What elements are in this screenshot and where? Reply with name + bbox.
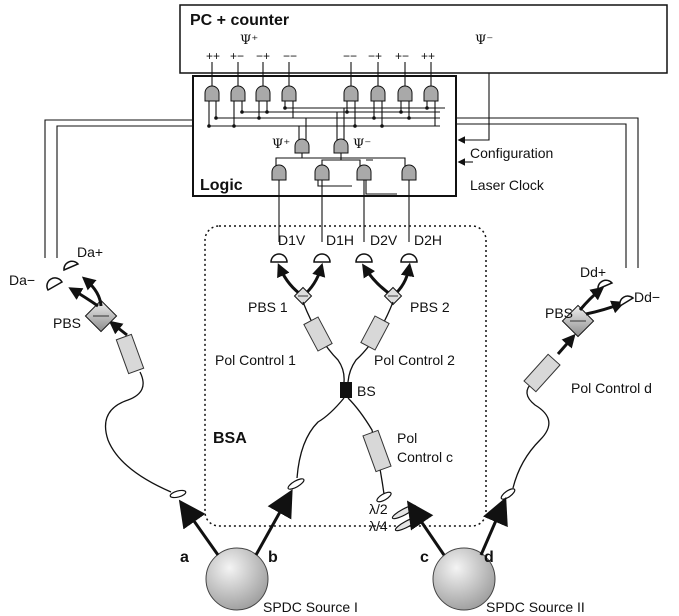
remote-detector-wires (44, 117, 639, 268)
pc-channel-plus-2: +− (230, 49, 244, 63)
detector-da-plus (63, 260, 80, 272)
pol-control-2 (360, 315, 390, 351)
pc-channel-minus-1: −− (343, 49, 357, 63)
pol-control-c (362, 429, 392, 473)
detector-d2v (355, 253, 373, 263)
pol-control-d-label: Pol Control d (571, 380, 652, 396)
mode-a-label: a (180, 549, 189, 566)
control-inputs: Configuration Laser Clock (457, 73, 553, 193)
pc-psi-minus-label: Ψ⁻ (475, 33, 493, 48)
logic-psi-plus-label: Ψ⁺ (272, 137, 290, 152)
and-gate (271, 164, 287, 181)
mode-d-label: d (484, 549, 494, 566)
detector-d1v-label: D1V (278, 232, 306, 248)
pc-channel-plus-1: ++ (206, 49, 220, 63)
collimator-b (287, 478, 305, 490)
and-gate (397, 85, 413, 102)
pbs-d-label: PBS (545, 305, 573, 321)
logic-wiring (207, 101, 445, 242)
detector-dd-plus-label: Dd+ (580, 264, 606, 280)
and-gate (370, 85, 386, 102)
pc-channel-minus-3: +− (395, 49, 409, 63)
mode-c-label: c (420, 549, 429, 566)
source-1-label: SPDC Source I (263, 599, 358, 615)
laser-clock-label: Laser Clock (470, 177, 545, 193)
detector-d2h (400, 253, 418, 263)
spdc-source-2: c d SPDC Source II (406, 497, 585, 615)
pol-control-a (115, 333, 145, 375)
pbs-a-label: PBS (53, 315, 81, 331)
and-gate (230, 85, 246, 102)
pc-channel-plus-3: −+ (256, 49, 270, 63)
pc-channel-minus-4: ++ (421, 49, 435, 63)
psi-minus-or-gate (333, 138, 349, 154)
detector-d1h (313, 253, 331, 263)
detector-d2h-label: D2H (414, 232, 442, 248)
detector-dd-minus (619, 295, 635, 308)
bsa-pbs-paths: PBS 1 PBS 2 (248, 262, 450, 315)
and-gate (401, 164, 417, 181)
and-gate (314, 164, 330, 181)
pbs1-label: PBS 1 (248, 299, 288, 315)
logic-title: Logic (200, 177, 243, 194)
right-analyzer: Dd+ Dd− PBS Pol Control d (512, 264, 660, 489)
bsa-detectors: D1V D1H D2V D2H (270, 232, 442, 263)
configuration-label: Configuration (470, 145, 553, 161)
pol-control-2-label: Pol Control 2 (374, 352, 455, 368)
detector-da-minus (46, 277, 64, 292)
pc-psi-plus-label: Ψ⁺ (240, 33, 258, 48)
detector-da-plus-label: Da+ (77, 244, 103, 260)
collimator-d (500, 488, 516, 500)
bsa-title: BSA (213, 430, 247, 447)
and-gate (343, 85, 359, 102)
pol-control-1-label: Pol Control 1 (215, 352, 296, 368)
pc-channel-minus-2: −+ (368, 49, 382, 63)
pbs2-label: PBS 2 (410, 299, 450, 315)
detector-d2v-label: D2V (370, 232, 398, 248)
pol-control-c-label-2: Control c (397, 449, 453, 465)
pol-control-1 (303, 316, 333, 352)
collimator-c (376, 491, 392, 503)
pc-to-gate-wires (211, 62, 432, 87)
half-wave-label: λ/2 (369, 501, 388, 517)
bs-label: BS (357, 383, 376, 399)
detector-dd-plus (597, 279, 614, 291)
pol-control-c-label-1: Pol (397, 430, 417, 446)
bell-state-gates (294, 138, 349, 154)
source-2-label: SPDC Source II (486, 599, 585, 615)
bsa-region: BSA (204, 225, 487, 527)
pc-counter-box: PC + counter Ψ⁺ Ψ⁻ ++ +− −+ −− −− −+ +− … (179, 4, 668, 74)
and-gate (356, 164, 372, 181)
spdc-source-1: a b SPDC Source I (178, 489, 358, 615)
top-and-gates (204, 85, 439, 102)
bottom-and-gates (271, 164, 417, 181)
detector-d1v (270, 253, 288, 263)
pc-channel-plus-4: −− (283, 49, 297, 63)
and-gate (423, 85, 439, 102)
psi-plus-or-gate (294, 138, 310, 154)
beam-splitter (340, 382, 352, 398)
collimators: λ/2 λ/4 (287, 478, 420, 534)
and-gate (255, 85, 271, 102)
pc-title: PC + counter (190, 12, 289, 29)
and-gate (281, 85, 297, 102)
logic-psi-minus-label: Ψ⁻ (353, 137, 371, 152)
quarter-wave-label: λ/4 (369, 518, 388, 534)
detector-d1h-label: D1H (326, 232, 354, 248)
collimator-a (169, 489, 187, 499)
mode-b-label: b (268, 549, 278, 566)
bsa-fibers: Pol Control 1 Pol Control 2 BS Pol Contr… (215, 301, 455, 495)
pol-control-d (523, 353, 561, 393)
left-analyzer: Da− Da+ PBS (9, 244, 172, 493)
detector-dd-minus-label: Dd− (634, 289, 660, 305)
and-gate (204, 85, 220, 102)
detector-da-minus-label: Da− (9, 272, 35, 288)
